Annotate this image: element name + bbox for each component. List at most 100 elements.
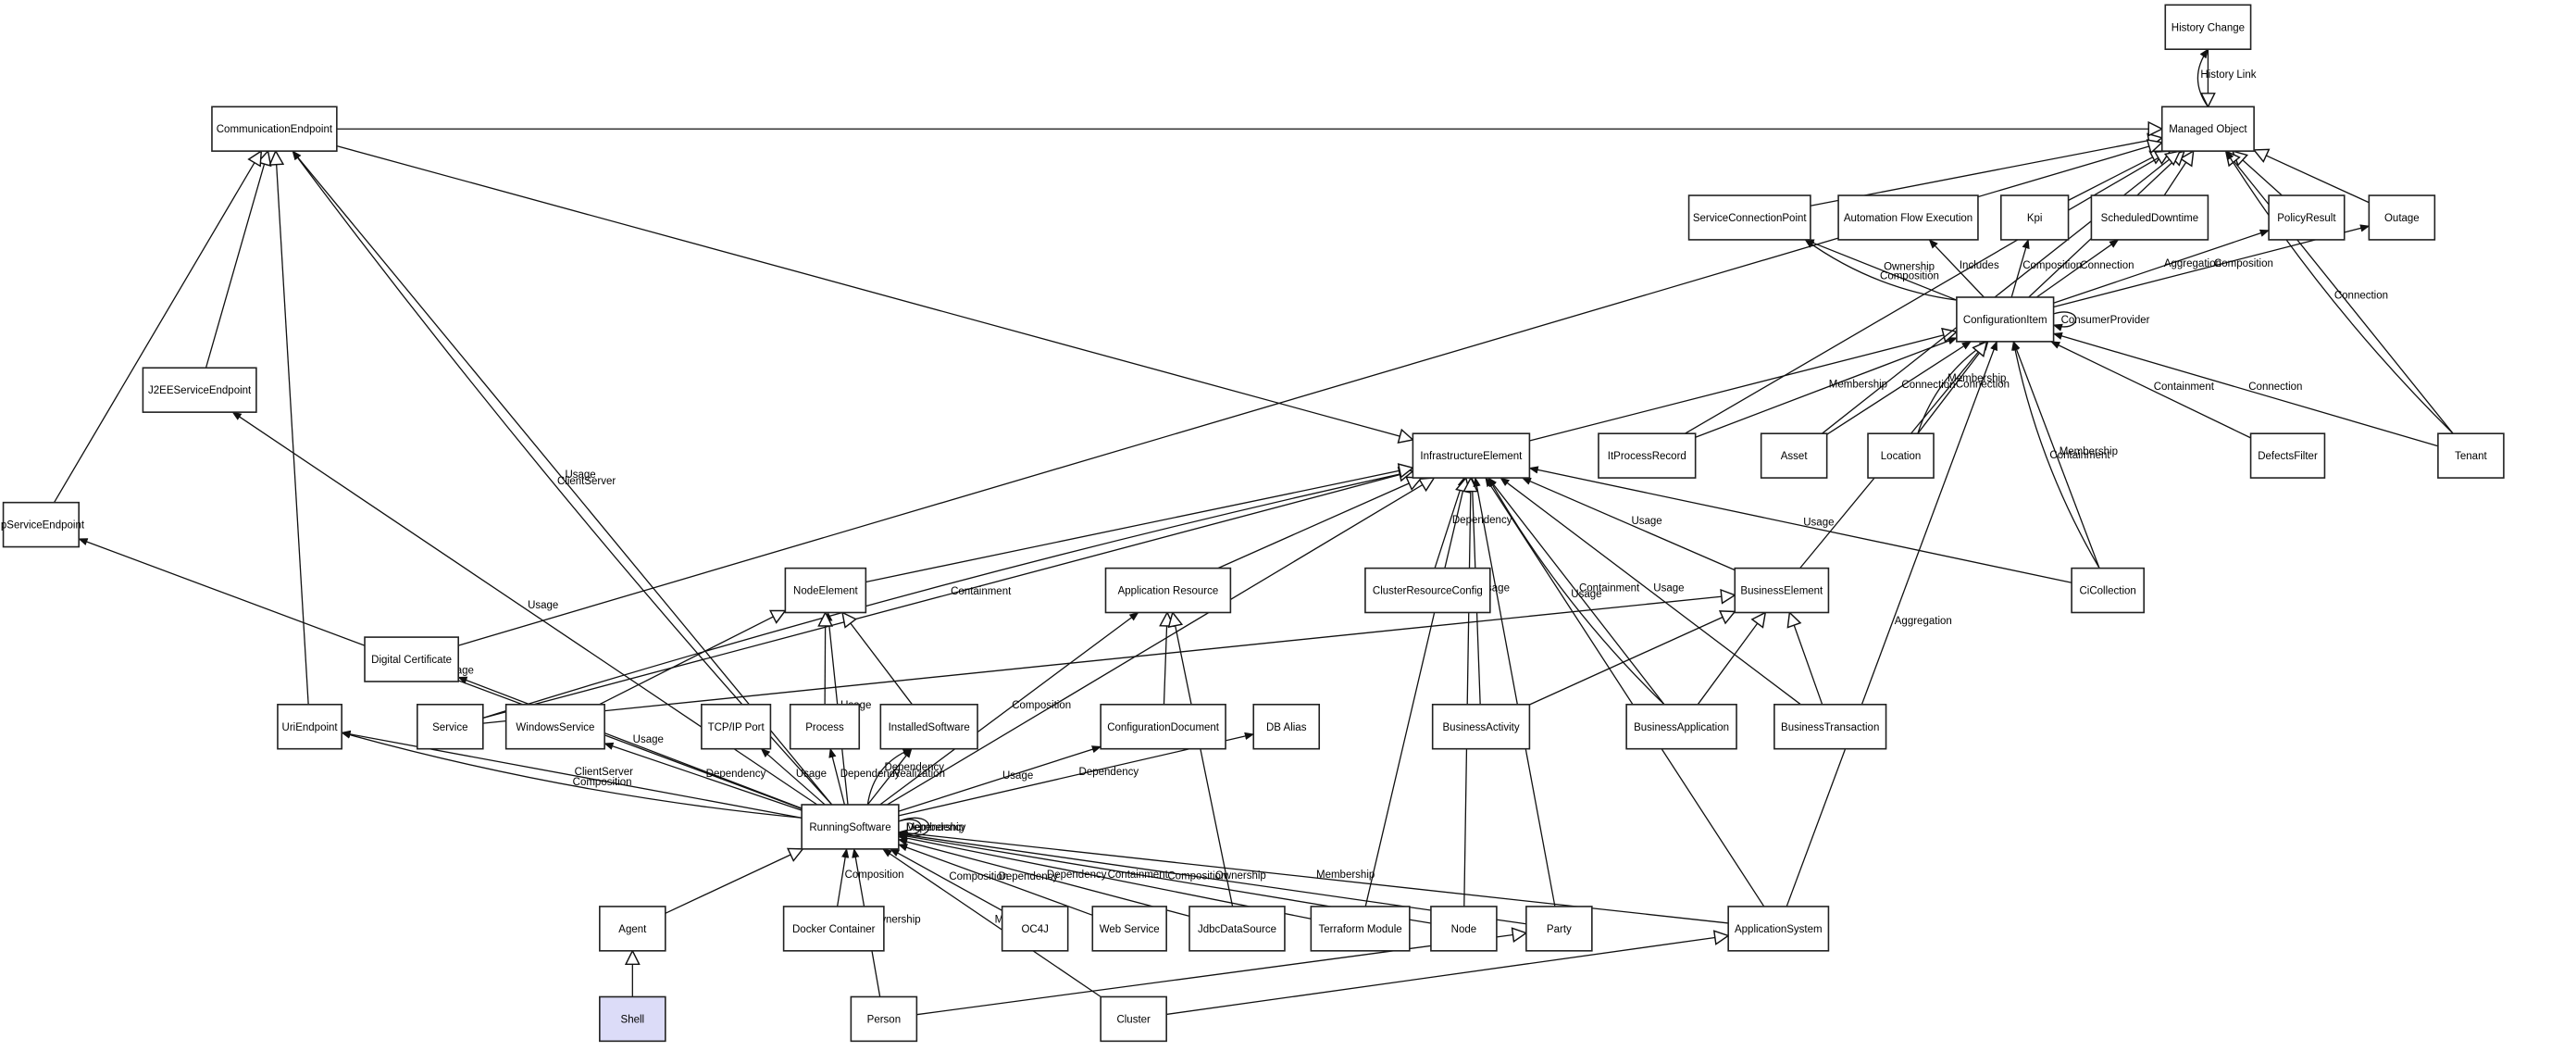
class-node-cluster[interactable]: Cluster	[1100, 995, 1167, 1043]
node-box[interactable]	[364, 636, 459, 682]
node-box[interactable]	[1100, 995, 1167, 1043]
node-box[interactable]	[2160, 106, 2255, 152]
node-box[interactable]	[782, 906, 885, 952]
class-node-tenant[interactable]: Tenant	[2437, 432, 2505, 479]
node-box[interactable]	[1104, 567, 1232, 614]
node-box[interactable]	[2249, 432, 2326, 479]
node-box[interactable]	[2, 501, 80, 548]
class-node-running-software[interactable]: RunningSoftware	[801, 804, 900, 850]
class-node-service[interactable]: Service	[417, 704, 484, 750]
node-box[interactable]	[1100, 704, 1226, 750]
class-node-business-activity[interactable]: BusinessActivity	[1431, 704, 1531, 750]
class-node-business-transaction[interactable]: BusinessTransaction	[1773, 704, 1887, 750]
class-node-configuration-document[interactable]: ConfigurationDocument	[1100, 704, 1226, 750]
class-node-kpi[interactable]: Kpi	[1999, 194, 2070, 241]
node-box[interactable]	[2368, 194, 2436, 241]
class-node-windows-service[interactable]: WindowsService	[504, 704, 605, 750]
class-node-service-connection-point[interactable]: ServiceConnectionPoint	[1687, 194, 1811, 241]
node-box[interactable]	[1837, 194, 1979, 241]
class-node-shell[interactable]: Shell	[599, 995, 666, 1043]
node-label: Application Resource	[1118, 586, 1219, 597]
class-node-managed-object[interactable]: Managed Object	[2160, 106, 2255, 152]
node-box[interactable]	[1999, 194, 2070, 241]
class-node-ip-service-endpoint[interactable]: IpServiceEndpoint	[0, 501, 85, 548]
class-node-process[interactable]: Process	[789, 704, 861, 750]
node-box[interactable]	[2268, 194, 2346, 241]
node-box[interactable]	[1364, 567, 1491, 614]
node-box[interactable]	[1734, 567, 1830, 614]
node-box[interactable]	[1431, 704, 1531, 750]
node-box[interactable]	[1598, 432, 1697, 479]
node-box[interactable]	[801, 804, 900, 850]
node-box[interactable]	[701, 704, 772, 750]
class-node-installed-software[interactable]: InstalledSoftware	[879, 704, 978, 750]
class-node-jdbc-data-source[interactable]: JdbcDataSource	[1188, 906, 1286, 952]
class-node-location[interactable]: Location	[1867, 432, 1935, 479]
node-box[interactable]	[1867, 432, 1935, 479]
class-node-application-system[interactable]: ApplicationSystem	[1727, 906, 1830, 952]
node-box[interactable]	[879, 704, 978, 750]
class-node-tcp-ip-port[interactable]: TCP/IP Port	[701, 704, 772, 750]
node-box[interactable]	[2071, 567, 2146, 614]
association-edge-running-software-to-configuration-document	[898, 745, 1102, 812]
inheritance-edge-kpi-to-managed-object	[2068, 151, 2165, 201]
node-box[interactable]	[850, 995, 918, 1043]
node-box[interactable]	[1773, 704, 1887, 750]
node-box[interactable]	[2164, 4, 2252, 51]
node-box[interactable]	[1091, 906, 1167, 952]
node-box[interactable]	[1252, 704, 1321, 750]
class-node-application-resource[interactable]: Application Resource	[1104, 567, 1232, 614]
class-node-cluster-resource-config[interactable]: ClusterResourceConfig	[1364, 567, 1491, 614]
class-node-terraform-module[interactable]: Terraform Module	[1310, 906, 1411, 952]
class-node-defects-filter[interactable]: DefectsFilter	[2249, 432, 2326, 479]
node-box[interactable]	[1188, 906, 1286, 952]
class-node-scheduled-downtime[interactable]: ScheduledDowntime	[2090, 194, 2209, 241]
class-node-party[interactable]: Party	[1525, 906, 1593, 952]
class-node-node-element[interactable]: NodeElement	[784, 567, 867, 614]
node-box[interactable]	[599, 906, 666, 952]
node-box[interactable]	[142, 367, 257, 413]
class-node-it-process-record[interactable]: ItProcessRecord	[1598, 432, 1697, 479]
node-box[interactable]	[1525, 906, 1593, 952]
class-node-business-element[interactable]: BusinessElement	[1734, 567, 1830, 614]
class-node-outage[interactable]: Outage	[2368, 194, 2436, 241]
class-node-infrastructure-element[interactable]: InfrastructureElement	[1412, 432, 1531, 479]
class-node-asset[interactable]: Asset	[1760, 432, 1828, 479]
class-node-docker-container[interactable]: Docker Container	[782, 906, 885, 952]
class-node-db-alias[interactable]: DB Alias	[1252, 704, 1321, 750]
class-node-web-service[interactable]: Web Service	[1091, 906, 1167, 952]
node-box[interactable]	[211, 106, 338, 152]
class-node-configuration-item[interactable]: ConfigurationItem	[1956, 296, 2055, 343]
class-node-automation-flow-execution[interactable]: Automation Flow Execution	[1837, 194, 1979, 241]
node-box[interactable]	[417, 704, 484, 750]
node-box[interactable]	[2090, 194, 2209, 241]
node-box[interactable]	[784, 567, 867, 614]
node-box[interactable]	[1956, 296, 2055, 343]
node-label: Process	[805, 722, 844, 733]
class-node-policy-result[interactable]: PolicyResult	[2268, 194, 2346, 241]
node-box[interactable]	[277, 704, 342, 750]
class-node-history-change[interactable]: History Change	[2164, 4, 2252, 51]
class-node-agent[interactable]: Agent	[599, 906, 666, 952]
node-box[interactable]	[1001, 906, 1069, 952]
class-node-j2-eeservice-endpoint[interactable]: J2EEServiceEndpoint	[142, 367, 257, 413]
node-box[interactable]	[1687, 194, 1811, 241]
node-box[interactable]	[1727, 906, 1830, 952]
node-box[interactable]	[2437, 432, 2505, 479]
node-box[interactable]	[599, 995, 666, 1043]
node-box[interactable]	[789, 704, 861, 750]
node-box[interactable]	[1310, 906, 1411, 952]
class-node-node[interactable]: Node	[1430, 906, 1498, 952]
node-box[interactable]	[1412, 432, 1531, 479]
class-node-digital-certificate[interactable]: Digital Certificate	[364, 636, 459, 682]
class-node-business-application[interactable]: BusinessApplication	[1625, 704, 1737, 750]
node-box[interactable]	[1625, 704, 1737, 750]
node-box[interactable]	[504, 704, 605, 750]
node-box[interactable]	[1760, 432, 1828, 479]
class-node-communication-endpoint[interactable]: CommunicationEndpoint	[211, 106, 338, 152]
class-node-ci-collection[interactable]: CiCollection	[2071, 567, 2146, 614]
node-box[interactable]	[1430, 906, 1498, 952]
class-node-oc4-j[interactable]: OC4J	[1001, 906, 1069, 952]
class-node-uri-endpoint[interactable]: UriEndpoint	[277, 704, 342, 750]
class-node-person[interactable]: Person	[850, 995, 918, 1043]
